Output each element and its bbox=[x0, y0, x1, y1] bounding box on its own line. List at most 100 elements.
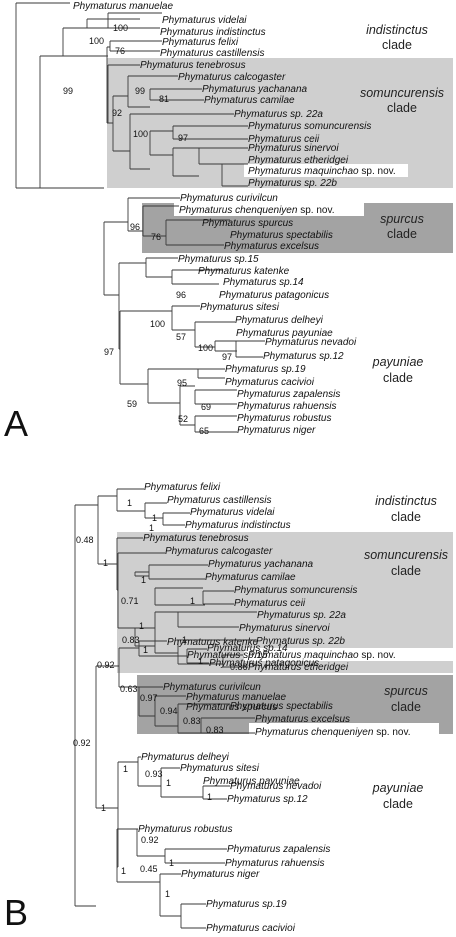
clade-label: clade bbox=[391, 700, 421, 714]
clade-name: payuniae bbox=[372, 781, 424, 795]
taxon-label: Phymaturus calcogaster bbox=[178, 72, 286, 83]
taxon-label: Phymaturus etheridgei bbox=[248, 662, 349, 673]
support-value: 1 bbox=[149, 523, 154, 533]
taxon-label-new-species: Phymaturus maquinchao sp. nov. bbox=[248, 166, 396, 177]
support-value: 0.97 bbox=[140, 693, 158, 703]
taxon-label: Phymaturus payuniae bbox=[236, 328, 333, 339]
taxon-label: Phymaturus etheridgei bbox=[248, 155, 349, 166]
taxon-label: Phymaturus nevadoi bbox=[265, 337, 357, 348]
taxon-label: Phymaturus yachanana bbox=[208, 559, 314, 570]
panel-a: Phymaturus manuelae Phymaturus videlai P… bbox=[4, 1, 453, 444]
taxon-label: Phymaturus camilae bbox=[205, 572, 296, 583]
taxon-label: Phymaturus ceii bbox=[234, 598, 306, 609]
support-value: 81 bbox=[159, 94, 169, 104]
support-value: 1 bbox=[143, 645, 148, 655]
taxon-label: Phymaturus payuniae bbox=[203, 776, 300, 787]
taxon-label: Phymaturus cacivioi bbox=[206, 923, 296, 934]
clade-label: clade bbox=[383, 797, 413, 811]
support-value: 0.83 bbox=[206, 725, 224, 735]
taxon-label: Phymaturus robustus bbox=[237, 413, 332, 424]
support-value: 0.45 bbox=[140, 864, 158, 874]
support-value: 96 bbox=[130, 222, 140, 232]
support-value: 76 bbox=[115, 46, 125, 56]
clade-label: clade bbox=[391, 510, 421, 524]
taxon-label: Phymaturus excelsus bbox=[255, 714, 350, 725]
clade-name: somuncurensis bbox=[360, 86, 444, 100]
support-value: 1 bbox=[121, 866, 126, 876]
support-value: 92 bbox=[112, 108, 122, 118]
taxon-label: Phymaturus sp. 22b bbox=[248, 178, 337, 189]
support-value: 0.71 bbox=[121, 596, 139, 606]
taxon-label: Phymaturus videlai bbox=[190, 507, 275, 518]
taxon-label: Phymaturus cacivioi bbox=[225, 377, 315, 388]
support-value: 1 bbox=[141, 575, 146, 585]
support-value: 100 bbox=[113, 23, 128, 33]
taxon-label: Phymaturus sinervoi bbox=[239, 623, 330, 634]
support-value: 59 bbox=[127, 399, 137, 409]
support-value: 1 bbox=[139, 621, 144, 631]
support-value: 65 bbox=[199, 426, 209, 436]
taxon-label: Phymaturus spectabilis bbox=[230, 701, 333, 712]
taxon-label: Phymaturus castillensis bbox=[167, 495, 271, 506]
support-value: 76 bbox=[151, 232, 161, 242]
panel-b: Phymaturus felixi Phymaturus castillensi… bbox=[4, 482, 453, 934]
taxon-label: Phymaturus sp. 22b bbox=[256, 636, 345, 647]
taxon-label-new-species: Phymaturus maquinchao sp. nov. bbox=[248, 650, 396, 661]
taxon-label: Phymaturus rahuensis bbox=[225, 858, 325, 869]
taxon-label: Phymaturus delheyi bbox=[141, 752, 230, 763]
taxon-label: Phymaturus manuelae bbox=[73, 1, 173, 12]
clade-name: spurcus bbox=[384, 684, 428, 698]
clade-label: clade bbox=[383, 371, 413, 385]
taxon-label: Phymaturus rahuensis bbox=[237, 401, 337, 412]
taxon-label: Phymaturus niger bbox=[181, 869, 260, 880]
support-value: 97 bbox=[104, 347, 114, 357]
support-value: 100 bbox=[133, 129, 148, 139]
support-value: 69 bbox=[201, 402, 211, 412]
taxon-label: Phymaturus zapalensis bbox=[237, 389, 340, 400]
highlight-chenqueniyen-b bbox=[249, 723, 439, 736]
clade-name: somuncurensis bbox=[364, 548, 448, 562]
taxon-label: Phymaturus patagonicus bbox=[219, 290, 329, 301]
support-value: 0.92 bbox=[141, 835, 159, 845]
taxon-label: Phymaturus katenke bbox=[167, 637, 259, 648]
taxon-label: Phymaturus videlai bbox=[162, 15, 247, 26]
support-value: 1 bbox=[165, 889, 170, 899]
taxon-label: Phymaturus sp.12 bbox=[263, 351, 344, 362]
taxon-label: Phymaturus yachanana bbox=[202, 84, 308, 95]
taxon-label: Phymaturus sp. 22a bbox=[257, 610, 346, 621]
taxon-label: Phymaturus sp.19 bbox=[225, 364, 306, 375]
clade-label: clade bbox=[391, 564, 421, 578]
taxon-label: Phymaturus katenke bbox=[198, 266, 290, 277]
support-value: 0.92 bbox=[73, 738, 91, 748]
taxon-label: Phymaturus spurcus bbox=[202, 218, 293, 229]
support-value: 1 bbox=[207, 792, 212, 802]
clade-name: spurcus bbox=[380, 212, 424, 226]
support-value: 99 bbox=[63, 86, 73, 96]
taxon-label: Phymaturus sp.12 bbox=[227, 794, 308, 805]
support-value: 0.92 bbox=[97, 660, 115, 670]
clade-name: indistinctus bbox=[375, 494, 437, 508]
clade-label: clade bbox=[387, 227, 417, 241]
support-value: 100 bbox=[198, 343, 213, 353]
support-value: 57 bbox=[176, 332, 186, 342]
taxon-label: Phymaturus felixi bbox=[144, 482, 221, 493]
clade-label: clade bbox=[387, 101, 417, 115]
taxon-label: Phymaturus nevadoi bbox=[230, 781, 322, 792]
taxon-label: Phymaturus somuncurensis bbox=[234, 585, 357, 596]
highlight-maquinchao-a bbox=[244, 164, 408, 177]
support-value: 1 bbox=[182, 635, 187, 645]
taxon-label: Phymaturus sp.14 bbox=[207, 643, 288, 654]
taxon-label: Phymaturus excelsus bbox=[224, 241, 319, 252]
support-value: 0.93 bbox=[145, 769, 163, 779]
support-value: 100 bbox=[150, 319, 165, 329]
support-value: 97 bbox=[222, 352, 232, 362]
taxon-label: Phymaturus camilae bbox=[204, 95, 295, 106]
clade-label: clade bbox=[382, 38, 412, 52]
support-value: 100 bbox=[89, 36, 104, 46]
support-value: 52 bbox=[178, 414, 188, 424]
support-value: 96 bbox=[176, 290, 186, 300]
taxon-label-new-species: Phymaturus chenqueniyen sp. nov. bbox=[255, 727, 410, 738]
taxon-label: Phymaturus sp.19 bbox=[206, 899, 287, 910]
taxon-label: Phymaturus sp. 22a bbox=[234, 109, 323, 120]
taxon-label: Phymaturus sp.15 bbox=[178, 254, 259, 265]
